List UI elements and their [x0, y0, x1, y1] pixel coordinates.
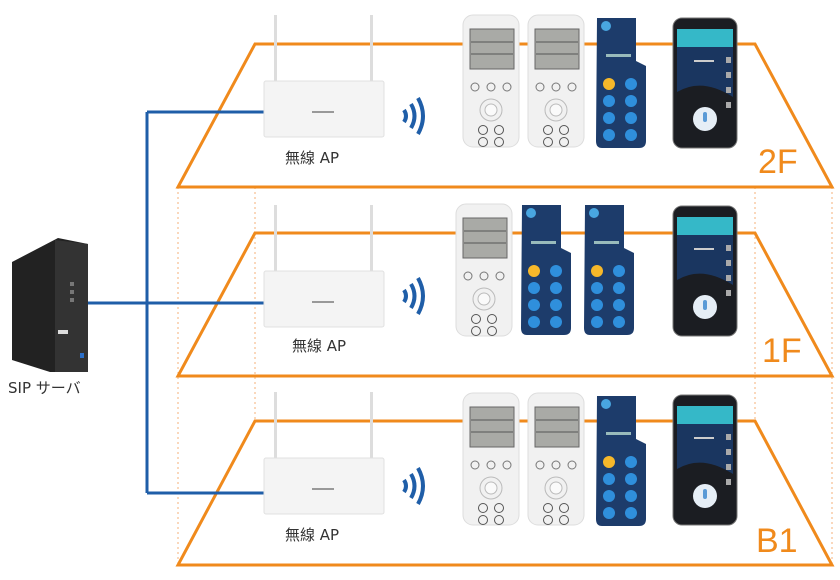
handset: [463, 15, 519, 147]
floor-label-2f: 2F: [758, 143, 798, 181]
sip-server: [12, 238, 88, 372]
blue-handset: [596, 18, 646, 148]
floor-b1: [175, 419, 835, 567]
blue-handset: [596, 396, 646, 526]
handset: [456, 204, 512, 336]
access-point-b1: [264, 392, 384, 514]
network-lines: [88, 110, 265, 495]
wifi-icon: [404, 98, 423, 134]
smartphone: [673, 18, 737, 148]
floor-label-1f: 1F: [762, 332, 802, 370]
floor-label-b1: B1: [756, 522, 798, 560]
handset: [463, 393, 519, 525]
wifi-icon: [404, 278, 423, 314]
server-label: SIP サーバ: [8, 379, 81, 397]
access-point-1f: [264, 205, 384, 327]
blue-handset: [521, 205, 571, 335]
access-point-2f: [264, 15, 384, 137]
access-point-label: 無線 AP: [292, 337, 346, 355]
smartphone: [673, 206, 737, 336]
handset: [528, 393, 584, 525]
access-point-label: 無線 AP: [285, 526, 339, 544]
handset: [528, 15, 584, 147]
floor-2f: [175, 42, 835, 189]
access-point-label: 無線 AP: [285, 149, 339, 167]
blue-handset: [584, 205, 634, 335]
wifi-icon: [404, 468, 423, 504]
smartphone: [673, 395, 737, 525]
